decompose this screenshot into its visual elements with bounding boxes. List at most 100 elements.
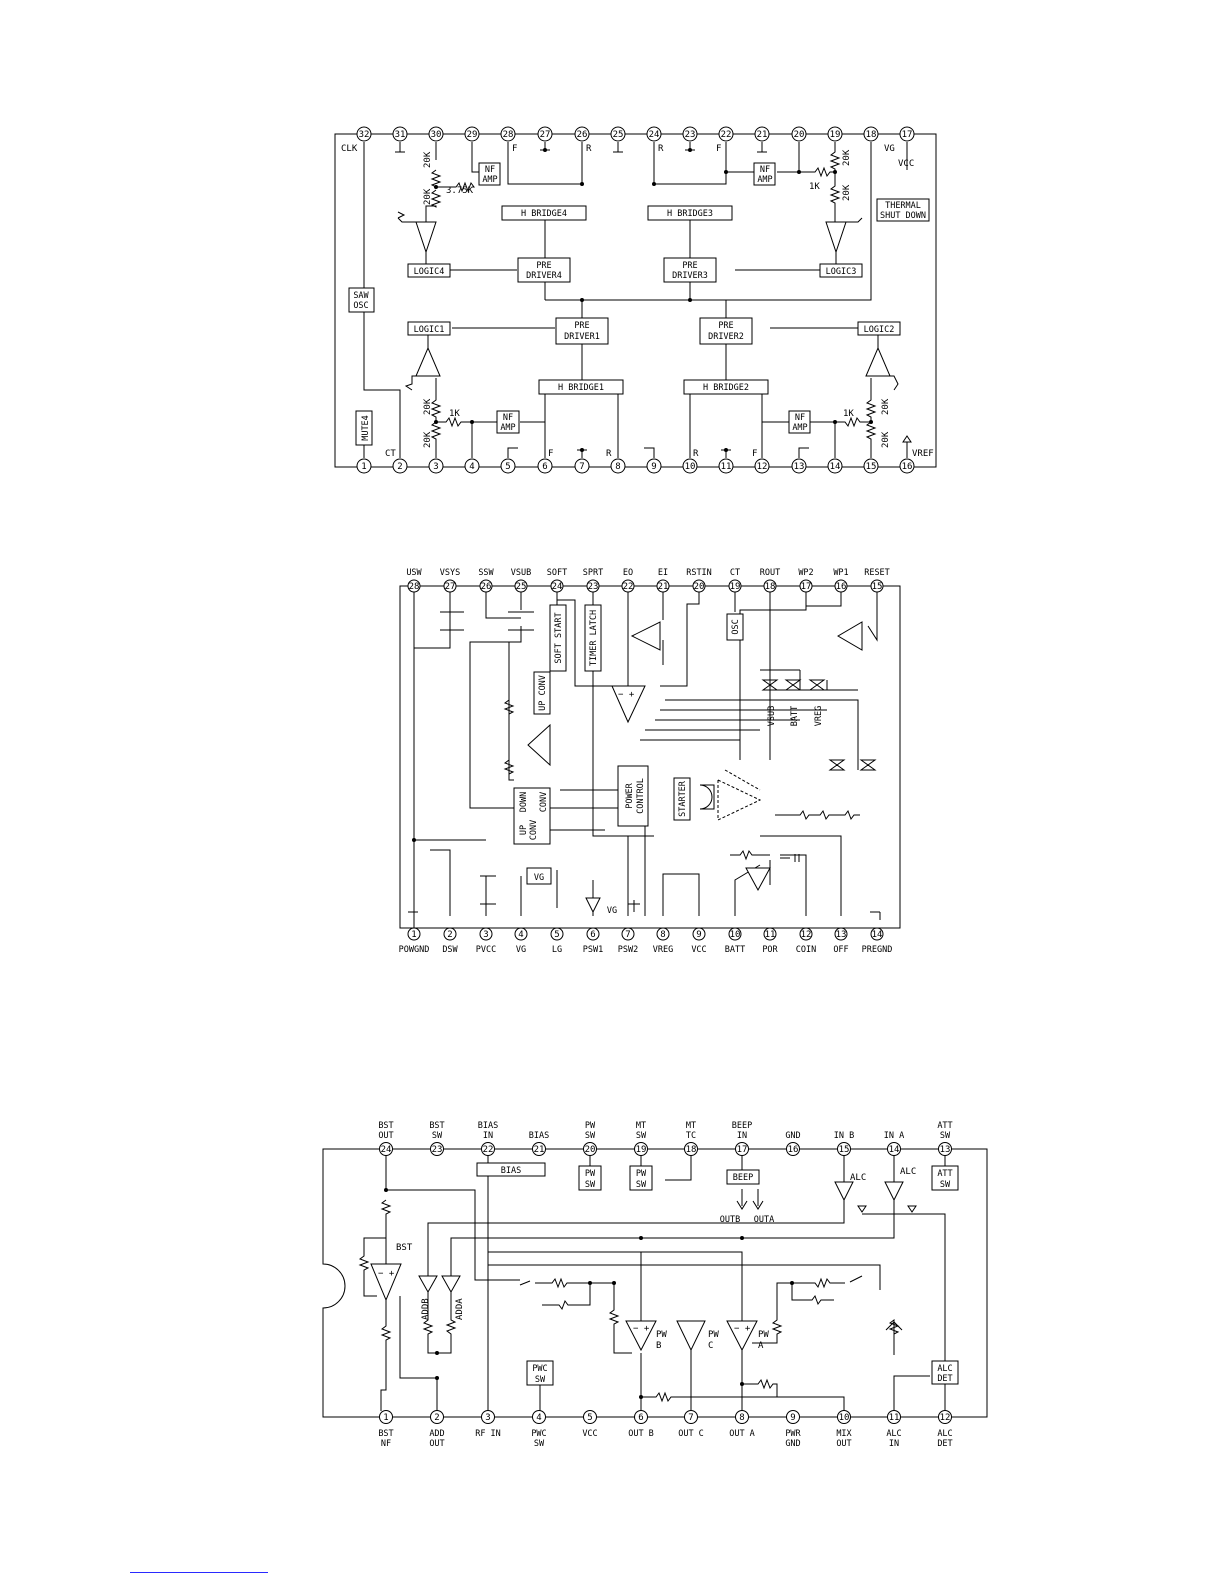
d3-pin-7-label-1: OUT C: [678, 1429, 704, 1439]
d2-power-control: [617, 765, 649, 827]
d1-pin-19-circle: [827, 126, 843, 142]
d3-pwc-sw-l1: PWC: [532, 1364, 547, 1374]
d2-por-amp: [745, 867, 771, 892]
d3-pin-20-label-2: SW: [585, 1131, 596, 1141]
d1-wire-logic-links: [450, 269, 858, 329]
d2-pin-24-number: 24: [552, 582, 563, 592]
d3-pin-24-number: 24: [381, 1145, 392, 1155]
d2-ei-comparator: [630, 621, 661, 651]
d2-pin-15-label: RESET: [864, 568, 890, 578]
d2-pin-20-label: RSTIN: [686, 568, 712, 578]
d3-pin-21-circle: [532, 1142, 546, 1156]
d3-pin-10-label-1: MIX: [836, 1429, 852, 1439]
d3-pin-4-label-1: PWC: [531, 1429, 546, 1439]
d3-pw-sw-20: [578, 1165, 602, 1191]
d1-pin-9-circle: [646, 458, 662, 474]
d3-pin-13-label-1: ATT: [937, 1121, 952, 1131]
d1-pin-28-circle: [500, 126, 516, 142]
d2-pin-2-circle: [443, 927, 457, 941]
d1-pin-27-circle: [537, 126, 553, 142]
d1-pin-18-circle: [863, 126, 879, 142]
d1-pin-14-number: 14: [830, 462, 841, 472]
d1-pin-14-circle: [827, 458, 843, 474]
d1-pin-24-circle: [646, 126, 662, 142]
d3-wire-top-stubs: [589, 1155, 946, 1182]
d2-pin-17-label: WP2: [798, 568, 813, 578]
d3-pin-1-circle: [379, 1410, 393, 1424]
d3-pwa-label-1: PW: [758, 1330, 769, 1340]
d3-pw-sw-20-l2: SW: [585, 1180, 596, 1190]
d2-pin-12-number: 12: [801, 930, 812, 940]
d1-pin-1-circle: [356, 458, 372, 474]
d2-pin-1-label: POWGND: [399, 945, 430, 955]
d2-pin-27-number: 27: [445, 582, 456, 592]
d3-pin-16-circle: [786, 1142, 800, 1156]
d2-grounds: [408, 911, 881, 920]
d1-wire-pin14: [762, 416, 871, 458]
d1-wire-pin20: [726, 142, 835, 178]
d1-predriver-3-l1: PRE: [682, 261, 697, 271]
d2-wire-vsub-fets: [508, 611, 534, 781]
d1-pin-30-circle: [428, 126, 444, 142]
d1-wire-clk-ct: [363, 142, 401, 458]
d3-pin-15-number: 15: [839, 1145, 850, 1155]
d1-hbridge-1: [538, 379, 624, 395]
d1-pin-11-number: 11: [721, 462, 732, 472]
d2-pin-27-label: VSYS: [440, 568, 460, 578]
d3-adda-buffer: [441, 1275, 461, 1294]
d3-pin-4-number: 4: [536, 1413, 541, 1423]
d1-pin-4-circle: [464, 458, 480, 474]
d3-beep-box-label: BEEP: [733, 1173, 753, 1183]
d1-label-vg: VG: [884, 144, 895, 154]
d1-wire-pin15: [865, 378, 877, 458]
d1-pin-9-number: 9: [651, 462, 656, 472]
d1-nf-amp-1: [496, 410, 520, 434]
d2-pin-14-label: PREGND: [862, 945, 893, 955]
d1-pin-28-number: 28: [503, 130, 514, 140]
d3-pin-11-number: 11: [889, 1413, 900, 1423]
d2-power-label: POWER: [625, 782, 635, 808]
d1-label-r26: R: [586, 144, 592, 154]
d2-vreg-label: VREG: [814, 706, 824, 726]
d3-wire-pw-outs: [640, 1348, 743, 1411]
d3-pin-4-circle: [532, 1410, 546, 1424]
d1-nf-amp-1-l1: NF: [503, 413, 513, 423]
d3-pin-23-number: 23: [432, 1145, 443, 1155]
d3-pin-23-label-1: BST: [429, 1121, 444, 1131]
d2-pin-28-label: USW: [406, 568, 422, 578]
d2-pin-11-circle: [763, 927, 777, 941]
d1-pin-25-circle: [610, 126, 626, 142]
diagram-2-power-controller: 28USW27VSYS26SSW25VSUB24SOFT23SPRT22EO21…: [399, 568, 901, 955]
d3-att-sw-box: [931, 1165, 959, 1191]
d2-conv-label-b: CONV: [539, 792, 549, 812]
d1-r-20k-f: 20K: [423, 431, 433, 448]
d1-label-r24: R: [658, 144, 664, 154]
d1-chip-outline: [334, 133, 937, 468]
d2-pin-10-label: BATT: [725, 945, 745, 955]
d1-mute4-label: MUTE4: [361, 415, 371, 441]
d3-wire-bst-nf: [380, 1300, 392, 1411]
footer-link-underline[interactable]: [130, 1572, 268, 1573]
d2-pin-28-number: 28: [409, 582, 420, 592]
d3-pin-5-number: 5: [587, 1413, 592, 1423]
d1-shutdown-label: SHUT DOWN: [880, 211, 926, 221]
d3-pwa-label-2: A: [758, 1341, 764, 1351]
d3-wire-bst-bias: [386, 1189, 520, 1281]
d3-pin-3-label-1: RF IN: [475, 1429, 501, 1439]
d3-bias-box-label: BIAS: [501, 1166, 521, 1176]
d1-predriver-3: [663, 257, 717, 283]
d3-pw-sw-20-l1: PW: [585, 1169, 596, 1179]
d1-predriver-3-l2: DRIVER3: [672, 271, 708, 281]
d3-beep-box: [726, 1169, 760, 1185]
d2-up-conv-top-label: UP CONV: [538, 675, 548, 711]
d1-nf-amp-3-l1: NF: [760, 165, 770, 175]
d2-pin-5-number: 5: [554, 930, 559, 940]
d2-pin-11-label: POR: [762, 945, 778, 955]
d1-pin-3-number: 3: [433, 462, 438, 472]
d1-logic-2: [857, 321, 901, 336]
d2-pin-6-number: 6: [590, 930, 595, 940]
d1-logic-4-label: LOGIC4: [414, 267, 445, 277]
d2-pin-7-label: PSW2: [618, 945, 638, 955]
d1-osc-label: OSC: [353, 301, 368, 311]
d3-pin-5-label-1: VCC: [582, 1429, 597, 1439]
